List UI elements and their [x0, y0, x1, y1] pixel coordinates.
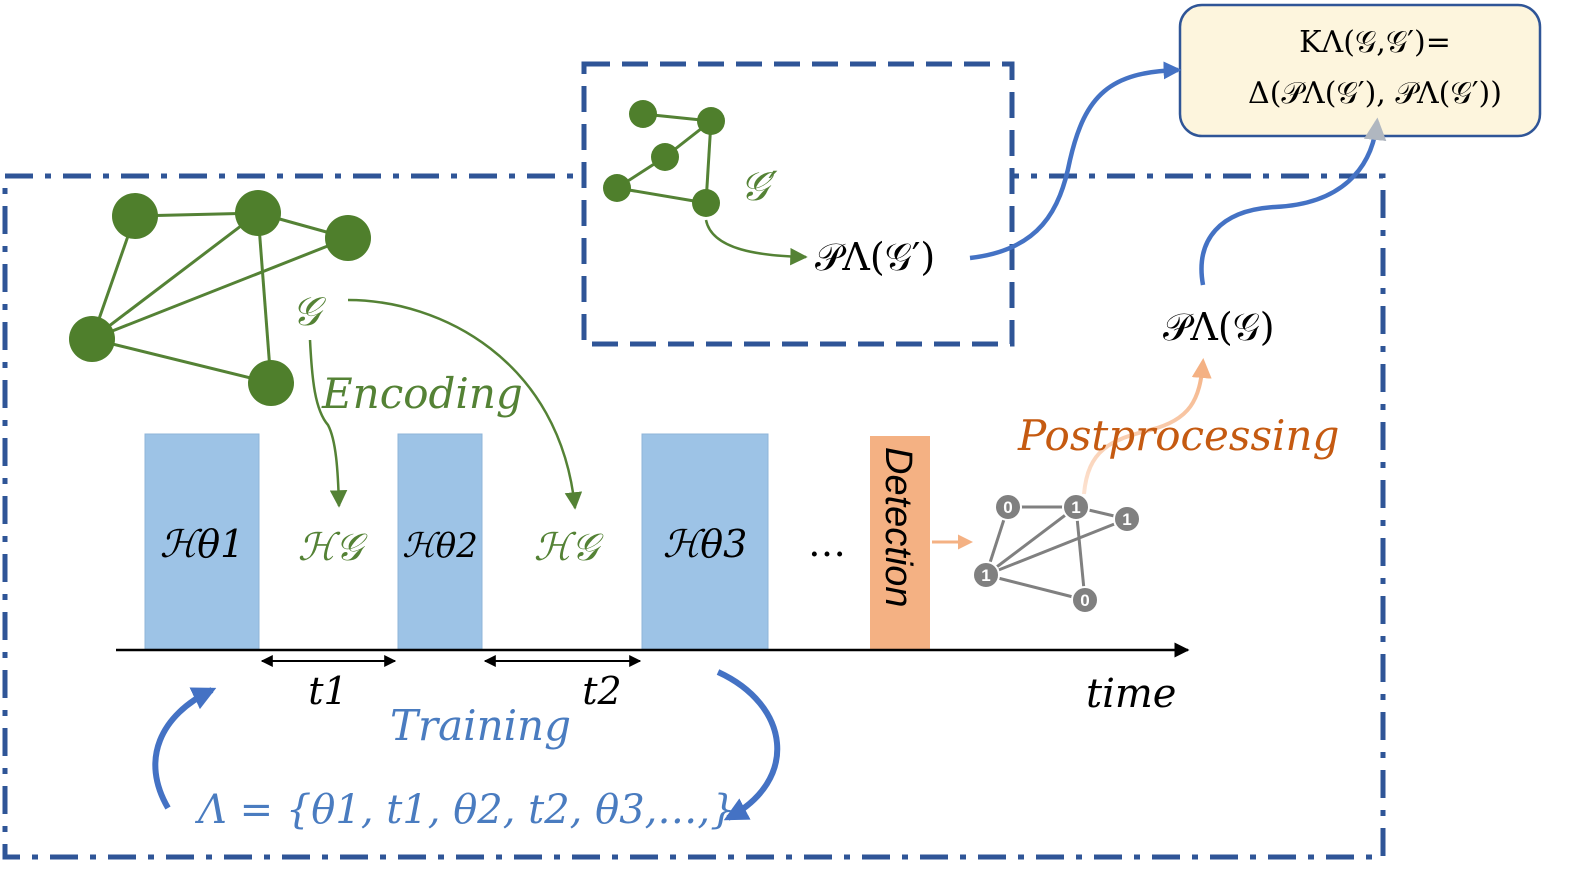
model-block-2 — [397, 433, 483, 650]
graph-main-nodes — [69, 190, 371, 406]
result-node-label: 1 — [1071, 498, 1080, 517]
graph-node — [994, 493, 1022, 521]
graph-node — [112, 193, 158, 239]
graph-node — [603, 174, 631, 202]
training-label: Training — [390, 701, 571, 750]
graph-node — [972, 561, 1000, 589]
postprocessing-arrow — [1082, 358, 1212, 495]
kernel-line2: Δ(𝒫Λ(𝒢′), 𝒫Λ(𝒢′)) — [1248, 76, 1502, 111]
result-node-label: 0 — [1003, 498, 1012, 517]
projection-g: 𝒫Λ(𝒢) — [1163, 305, 1275, 349]
encoding-arrow-1 — [308, 339, 348, 508]
encoding-arrow-2 — [347, 298, 583, 510]
graph-main-label: 𝒢 — [292, 289, 327, 335]
graph-node — [69, 316, 115, 362]
graph-prime-nodes — [603, 100, 725, 217]
training-arrow-right — [716, 669, 781, 821]
graph-node — [697, 107, 725, 135]
projection-to-kernel-arrow — [1199, 117, 1387, 286]
training-params: Λ = {θ1, t1, θ2, t2, θ3,…,} — [194, 787, 736, 833]
graph-prime-arrow — [704, 219, 808, 266]
ellipsis: … — [808, 521, 846, 565]
graph-prime-label: 𝒢′ — [740, 164, 778, 210]
graph-node — [1062, 493, 1090, 521]
model-label-2: ℋθ2 — [402, 526, 478, 566]
result-node-label: 0 — [1080, 591, 1089, 610]
training-arrow-left — [152, 687, 217, 810]
graph-node — [629, 100, 657, 128]
graph-node — [235, 190, 281, 236]
model-label-3: ℋθ3 — [663, 522, 748, 566]
outer-frame — [2, 173, 1386, 860]
graph-prime-projection: 𝒫Λ(𝒢′) — [815, 235, 935, 279]
model-label-1: ℋθ1 — [160, 522, 245, 566]
kernel-line1: KΛ(𝒢,𝒢′)= — [1299, 25, 1451, 60]
graph-node — [248, 360, 294, 406]
encoded-label-1: ℋ𝒢 — [298, 525, 369, 569]
graph-node — [1071, 586, 1099, 614]
result-graph-nodes — [972, 493, 1141, 614]
detection-label: Detection — [877, 447, 919, 608]
model-block-3 — [641, 433, 769, 650]
encoded-label-2: ℋ𝒢 — [534, 525, 605, 569]
graph-node — [692, 189, 720, 217]
encoding-label: Encoding — [321, 369, 523, 418]
result-node-label: 1 — [1122, 510, 1131, 529]
projection-prime-to-kernel-arrow — [969, 61, 1182, 261]
postprocessing-label: Postprocessing — [1017, 411, 1339, 460]
result-node-label: 1 — [981, 566, 990, 585]
graph-node — [651, 143, 679, 171]
interval-label-2: t2 — [582, 669, 621, 713]
detection-block — [870, 436, 930, 649]
graph-node — [1113, 505, 1141, 533]
graph-node — [325, 215, 371, 261]
model-block-1 — [144, 433, 260, 650]
time-axis-label: time — [1086, 671, 1176, 717]
interval-label-1: t1 — [308, 669, 347, 713]
